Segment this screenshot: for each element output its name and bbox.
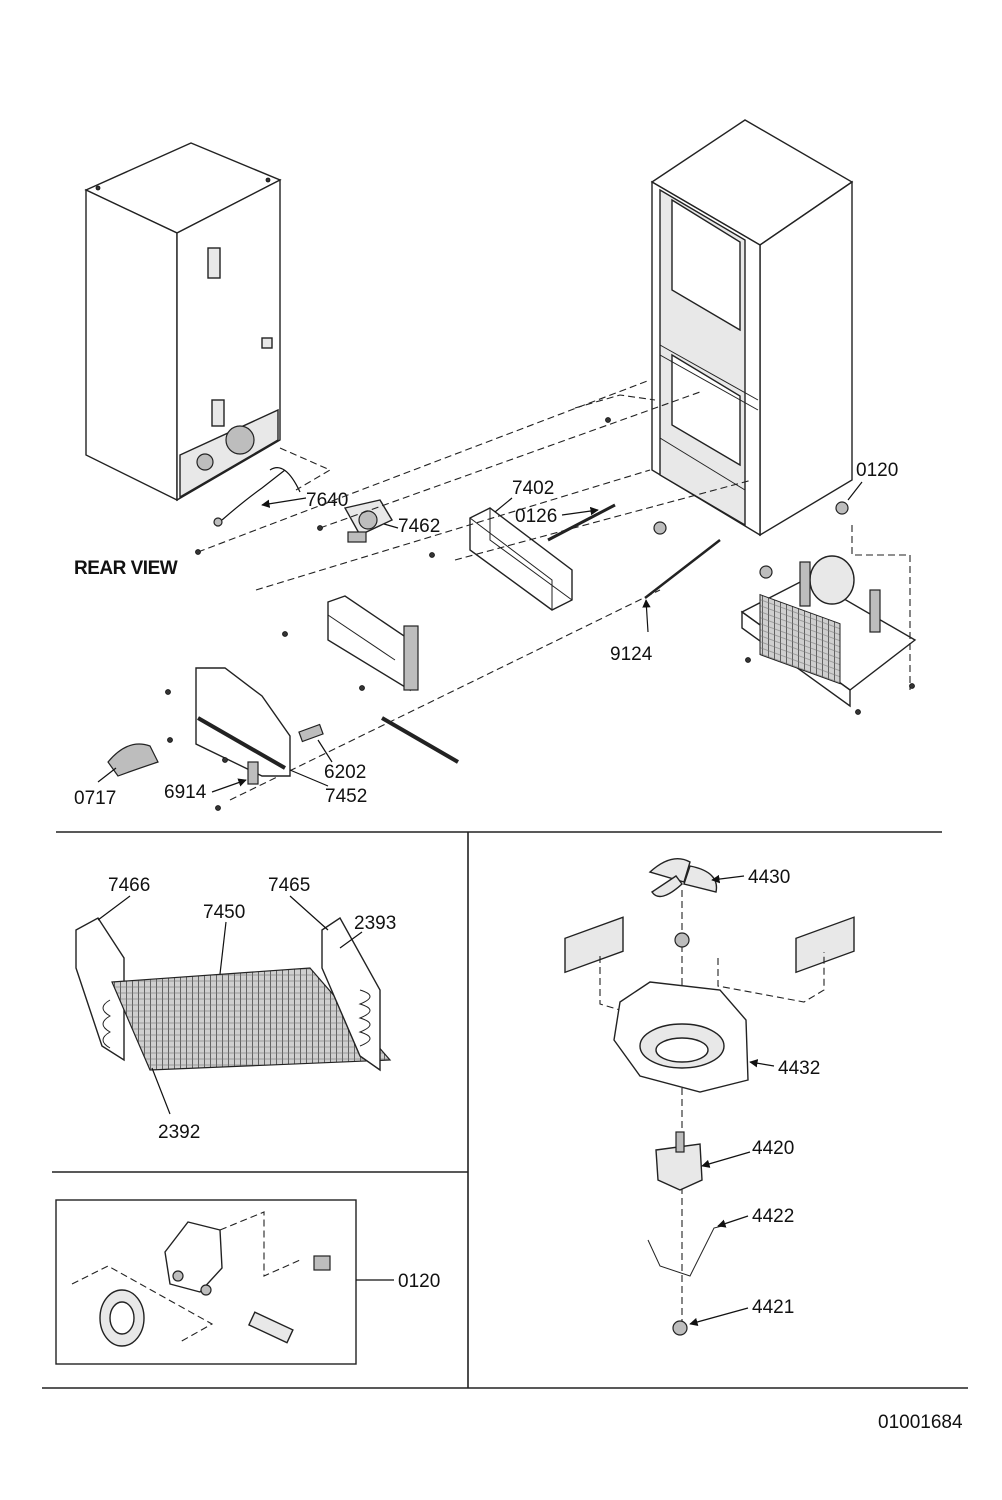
label-7466: 7466	[108, 875, 150, 896]
label-0120-box: 0120	[398, 1271, 440, 1292]
label-7462: 7462	[398, 516, 440, 537]
label-4421: 4421	[752, 1297, 794, 1318]
label-7465: 7465	[268, 875, 310, 896]
label-4432: 4432	[778, 1058, 820, 1079]
grille-part-0717	[107, 743, 159, 777]
caster-detail-box	[55, 1199, 357, 1365]
grommet-part	[672, 1320, 688, 1336]
label-2392: 2392	[158, 1122, 200, 1143]
screws	[165, 417, 915, 811]
fan-motor-part	[655, 1131, 703, 1191]
part-6914	[247, 761, 259, 785]
label-7640: 7640	[306, 490, 348, 511]
label-6202: 6202	[324, 762, 366, 783]
fan-blade-part	[648, 858, 718, 898]
compressor-deck-part	[740, 555, 917, 708]
part-6202	[298, 723, 324, 743]
caster-assembly-part	[99, 1221, 331, 1347]
label-0717: 0717	[74, 788, 116, 809]
label-4422: 4422	[752, 1206, 794, 1227]
motor-bracket-part	[647, 1225, 723, 1277]
label-7450: 7450	[203, 902, 245, 923]
drain-tube-part	[213, 447, 332, 527]
diagram-id: 01001684	[878, 1412, 963, 1433]
fan-hub-part	[674, 932, 690, 948]
label-9124: 9124	[610, 644, 653, 665]
evaporator-coil-part	[75, 916, 392, 1072]
foam-pad-left	[564, 916, 624, 974]
evaporator-fan-assembly-part	[343, 499, 393, 543]
label-4430: 4430	[748, 867, 790, 888]
label-0126: 0126	[515, 506, 557, 527]
label-2393: 2393	[354, 913, 396, 934]
refrigerator-rear-view	[84, 142, 282, 502]
label-7452: 7452	[325, 786, 367, 807]
label-4420: 4420	[752, 1138, 794, 1159]
foam-pad-right	[795, 916, 855, 974]
fan-shroud-part	[613, 981, 749, 1093]
label-6914: 6914	[164, 782, 207, 803]
rear-access-panel-part	[195, 667, 291, 777]
rear-view-label: REAR VIEW	[74, 558, 178, 579]
evaporator-bracket-part	[327, 595, 419, 692]
label-7402: 7402	[512, 478, 554, 499]
refrigerator-cabinet	[650, 119, 854, 579]
label-0120-top: 0120	[856, 460, 898, 481]
